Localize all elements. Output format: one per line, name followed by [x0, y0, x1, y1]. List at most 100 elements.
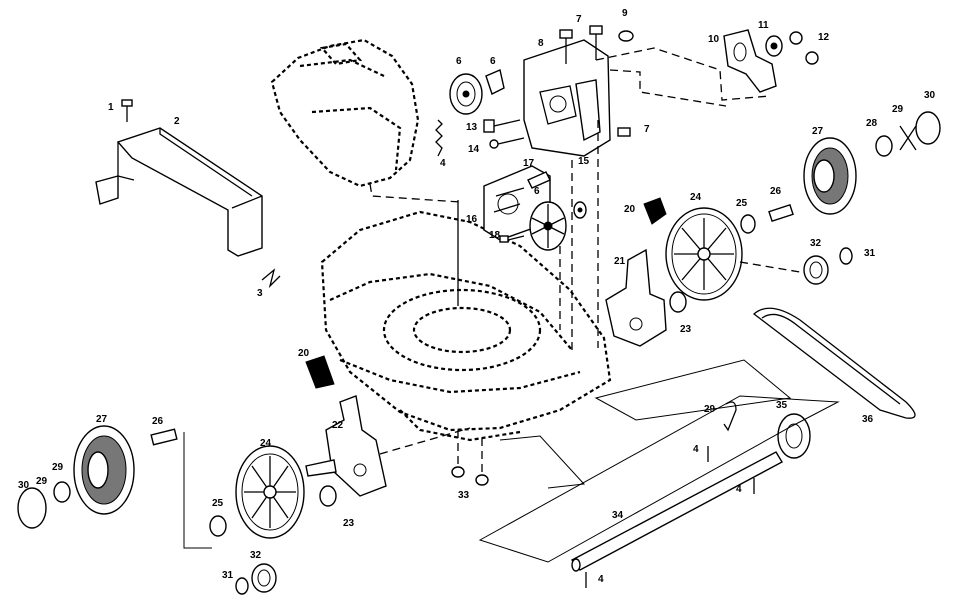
- callout-12: 12: [818, 32, 830, 43]
- callout-1: 1: [108, 102, 114, 113]
- pins-4-lower: [585, 446, 755, 588]
- clip-29-right: [899, 125, 917, 151]
- callout-4: 4: [736, 484, 742, 495]
- callout-20: 20: [624, 204, 636, 215]
- wheel-27-right: [803, 137, 857, 215]
- washer-15: [573, 201, 587, 219]
- wheel-27-left: [73, 425, 135, 515]
- callout-25: 25: [212, 498, 224, 509]
- callout-8: 8: [538, 38, 544, 49]
- nut-12: [789, 31, 819, 65]
- mower-deck: [320, 200, 612, 442]
- callout-30: 30: [18, 480, 30, 491]
- callout-29: 29: [36, 476, 48, 487]
- bolts-7: [559, 25, 631, 137]
- callout-2: 2: [174, 116, 180, 127]
- axle-34: [570, 451, 783, 572]
- callout-13: 13: [466, 122, 478, 133]
- washer-23-left: [319, 485, 337, 507]
- callout-29: 29: [704, 404, 716, 415]
- washer-6: [485, 69, 505, 95]
- pinion-32-left: [251, 563, 277, 593]
- callout-26: 26: [152, 416, 164, 427]
- spring-4: [435, 119, 443, 157]
- callout-23: 23: [343, 518, 355, 529]
- rear-chute: [95, 127, 263, 257]
- bracket-10: [723, 29, 777, 93]
- hubcap-30-left: [17, 487, 47, 529]
- callout-24: 24: [690, 192, 702, 203]
- nut-9: [618, 30, 634, 42]
- callout-32: 32: [810, 238, 822, 249]
- callout-23: 23: [680, 324, 692, 335]
- drive-belt-36: [752, 307, 916, 419]
- bushing-26-left: [150, 428, 178, 446]
- callout-30: 30: [924, 90, 936, 101]
- bolt-13: [483, 119, 521, 133]
- washer-11: [765, 35, 783, 57]
- callout-11: 11: [758, 20, 769, 31]
- wheel-cover-20-right: [643, 197, 667, 225]
- callout-17: 17: [523, 158, 535, 169]
- clip-31-left: [235, 577, 249, 595]
- spring-17: [527, 171, 551, 189]
- callout-20: 20: [298, 348, 310, 359]
- bracket-22-left: [305, 395, 387, 497]
- callout-33: 33: [458, 490, 470, 501]
- gear-24-right: [665, 207, 743, 301]
- frame-outlines: [478, 359, 840, 563]
- callout-6: 6: [456, 56, 462, 67]
- callout-28: 28: [866, 118, 878, 129]
- bracket-21-right: [605, 248, 667, 347]
- washer-25-left: [209, 515, 227, 537]
- cap-28-right: [875, 135, 893, 157]
- callout-7: 7: [644, 124, 650, 135]
- callout-6: 6: [534, 186, 540, 197]
- callout-4: 4: [693, 444, 699, 455]
- callout-24: 24: [260, 438, 272, 449]
- clip-3: [261, 268, 281, 289]
- pulley-35: [777, 413, 811, 459]
- callout-36: 36: [862, 414, 874, 425]
- callout-15: 15: [578, 156, 590, 167]
- callout-29: 29: [892, 104, 904, 115]
- callout-26: 26: [770, 186, 782, 197]
- bolt-14: [489, 137, 525, 149]
- washer-23-right: [669, 291, 687, 313]
- gear-24-left: [235, 445, 305, 539]
- callout-14: 14: [468, 144, 480, 155]
- wheel-cover-20-left: [305, 355, 335, 389]
- callout-34: 34: [612, 510, 624, 521]
- bushing-26-right: [768, 203, 794, 223]
- engine-outline: [270, 38, 461, 203]
- screw-18: [499, 235, 525, 243]
- cap-29-left: [53, 481, 71, 503]
- hubcap-30-right: [915, 111, 941, 145]
- pulley-6-lower: [529, 201, 567, 251]
- callout-18: 18: [489, 230, 501, 241]
- callout-7: 7: [576, 14, 582, 25]
- callout-25: 25: [736, 198, 748, 209]
- drive-lines: [559, 120, 599, 350]
- pulley-6: [449, 73, 483, 115]
- callout-27: 27: [96, 414, 108, 425]
- callout-32: 32: [250, 550, 262, 561]
- nuts-33: [451, 430, 489, 486]
- callout-31: 31: [864, 248, 876, 259]
- callout-29: 29: [52, 462, 64, 473]
- callout-27: 27: [812, 126, 824, 137]
- washer-25-right: [740, 214, 756, 234]
- screw-1: [121, 99, 133, 122]
- callout-35: 35: [776, 400, 788, 411]
- callout-10: 10: [708, 34, 720, 45]
- callout-4: 4: [598, 574, 604, 585]
- drive-housing: [523, 39, 771, 157]
- pinion-32-right: [803, 255, 829, 285]
- callout-3: 3: [257, 288, 263, 299]
- callout-21: 21: [614, 256, 626, 267]
- callout-9: 9: [622, 8, 628, 19]
- callout-31: 31: [222, 570, 234, 581]
- callout-4: 4: [440, 158, 446, 169]
